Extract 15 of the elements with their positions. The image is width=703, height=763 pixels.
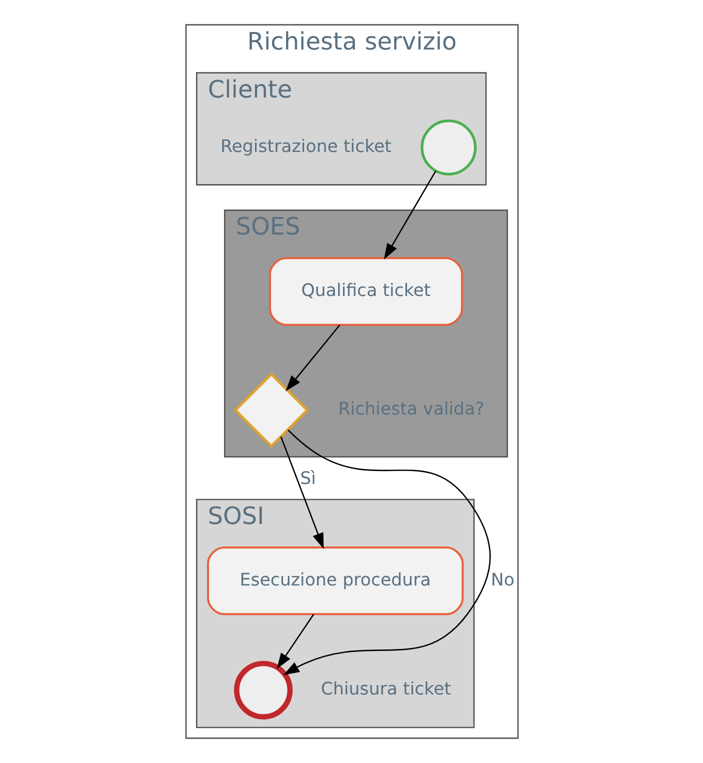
node-circle [234,660,292,720]
arrow [282,430,490,676]
node-label: Richiesta valida? [338,400,484,420]
node-diamond [232,372,309,448]
edge-label: Sì [300,469,316,490]
node-circle [420,120,476,176]
node-box: Qualifica ticket [268,257,462,326]
node-label: Chiusura ticket [320,680,451,700]
node-label: Registrazione ticket [220,137,391,158]
arrow [383,170,436,260]
arrow [285,324,340,392]
node-box: Esecuzione procedura [206,546,464,616]
arrow [280,436,324,550]
edge-label: No [490,570,514,590]
arrow [276,614,314,669]
